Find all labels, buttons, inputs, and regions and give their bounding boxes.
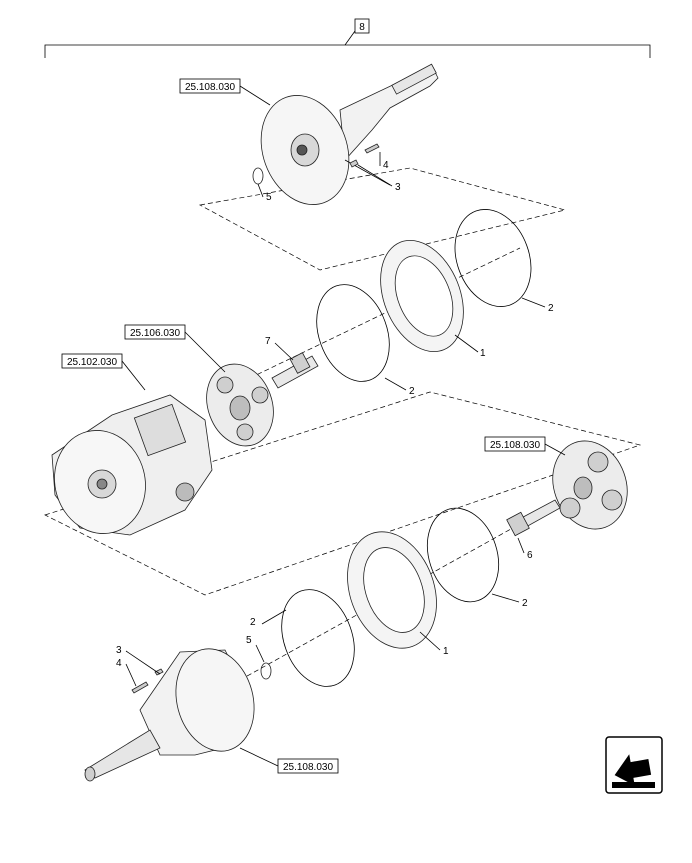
- upper-assembly-plane: [198, 167, 566, 271]
- group-ref-label[interactable]: 8: [359, 22, 365, 33]
- ref-transmission[interactable]: 25.102.030: [67, 357, 117, 368]
- o-ring-lower-right: [427, 507, 499, 603]
- group-bracket: 8: [44, 18, 651, 58]
- callout-3-bottom: 3: [116, 645, 122, 656]
- ref-planetary-left[interactable]: 25.106.030: [130, 328, 180, 339]
- ref-box-planetary-right: 25.108.030: [484, 436, 566, 456]
- transmission-housing: [51, 394, 213, 536]
- callout-6: 6: [527, 550, 533, 561]
- planetary-shaft-right: [506, 499, 561, 537]
- callout-2-lower-left: 2: [250, 617, 256, 628]
- sun-gear-shaft: [271, 352, 319, 389]
- planetary-carrier-left: [206, 363, 274, 447]
- ref-box-transmission: 25.102.030: [61, 353, 146, 391]
- ref-bottom-housing[interactable]: 25.108.030: [283, 762, 333, 773]
- callout-1-upper: 1: [480, 348, 486, 359]
- top-axle-housing: [260, 63, 439, 205]
- callout-4-bottom: 4: [116, 658, 122, 669]
- ring-gear-upper: [380, 239, 464, 353]
- ref-box-planetary-left: 25.106.030: [124, 324, 226, 373]
- o-ring-upper-right: [454, 209, 532, 307]
- ref-top-housing[interactable]: 25.108.030: [185, 82, 235, 93]
- bolt-bottom: [131, 681, 149, 694]
- callout-5-top: 5: [266, 192, 272, 203]
- lower-axis-line: [239, 509, 546, 681]
- callout-2-lower-right: 2: [522, 598, 528, 609]
- callout-5-bottom: 5: [246, 635, 252, 646]
- callout-2-upper-right: 2: [548, 303, 554, 314]
- callout-2-upper-mid: 2: [409, 386, 415, 397]
- callout-1-lower: 1: [443, 646, 449, 657]
- ring-gear-lower: [347, 531, 437, 649]
- ref-box-bottom-housing: 25.108.030: [239, 747, 339, 774]
- snap-ring-top: [252, 167, 264, 185]
- snap-ring-bottom: [260, 662, 272, 680]
- o-ring-upper-mid: [316, 284, 390, 382]
- callout-4-top: 4: [383, 160, 389, 171]
- lower-assembly-plane: [44, 391, 642, 596]
- ref-planetary-right[interactable]: 25.108.030: [490, 440, 540, 451]
- bottom-axle-housing: [84, 648, 255, 782]
- pin-bottom: [154, 668, 164, 676]
- callout-7: 7: [265, 336, 271, 347]
- planetary-carrier-right: [552, 440, 628, 530]
- callout-3-top: 3: [395, 182, 401, 193]
- ref-box-top-housing: 25.108.030: [179, 78, 271, 106]
- o-ring-lower-left: [281, 589, 355, 687]
- next-page-arrow-icon[interactable]: [605, 736, 663, 794]
